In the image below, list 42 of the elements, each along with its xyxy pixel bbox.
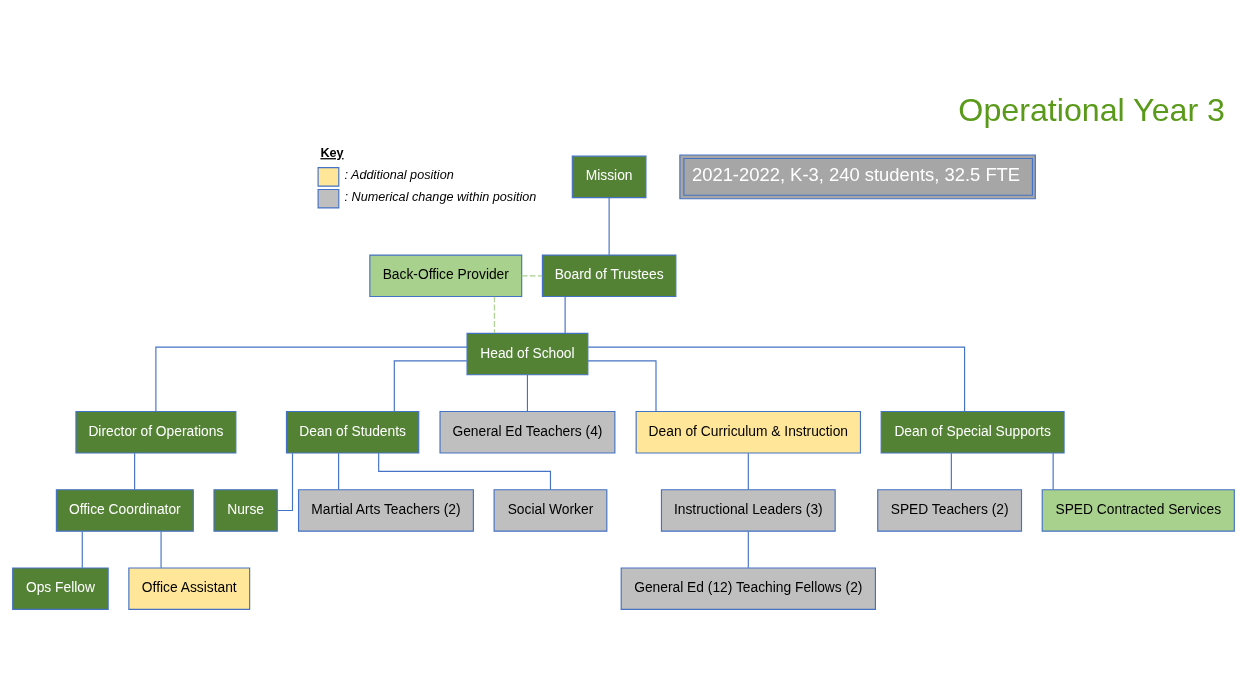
node-box: Board of Trustees	[541, 254, 677, 298]
connector	[526, 374, 529, 412]
connector	[587, 360, 657, 412]
legend-label: : Additional position	[344, 167, 454, 182]
connector	[160, 530, 162, 569]
node-box: Office Coordinator	[55, 489, 194, 532]
legend-label: : Numerical change within position	[344, 189, 537, 204]
connector	[587, 346, 966, 412]
connector	[608, 197, 610, 256]
node-box: Dean of Curriculum & Instruction	[635, 410, 862, 454]
connector	[378, 452, 552, 491]
node-box: SPED Teachers (2)	[877, 489, 1023, 532]
connector	[1052, 452, 1054, 491]
node-box: Social Worker	[493, 489, 608, 532]
diagram-title: Operational Year 3	[958, 91, 1226, 128]
connector	[564, 296, 566, 334]
connector	[155, 346, 468, 412]
node-box: Dean of Students	[285, 410, 420, 454]
node-box: General Ed Teachers (4)	[439, 410, 616, 454]
node-box: Director of Operations	[75, 410, 237, 454]
connector	[81, 530, 83, 569]
node-box: General Ed (12) Teaching Fellows (2)	[620, 567, 876, 610]
connector	[950, 452, 952, 491]
node-box: Martial Arts Teachers (2)	[297, 489, 474, 532]
connector	[393, 360, 468, 412]
connector	[338, 452, 340, 491]
label: Key	[320, 146, 344, 161]
connector	[521, 275, 543, 277]
node-box: Dean of Special Supports	[880, 410, 1065, 454]
node-box: Nurse	[213, 489, 278, 532]
node-box: Ops Fellow	[12, 567, 109, 610]
connector	[747, 530, 749, 569]
node-box: Office Assistant	[128, 567, 251, 610]
node-box: Mission	[571, 155, 647, 199]
node-box: Instructional Leaders (3)	[660, 489, 836, 532]
label: 2021-2022, K-3, 240 students, 32.5 FTE	[691, 164, 1021, 186]
connector	[493, 296, 495, 334]
node-box: Head of School	[466, 332, 589, 376]
node-box: Back-Office Provider	[369, 254, 523, 298]
connector	[747, 452, 749, 491]
node-box: SPED Contracted Services	[1041, 489, 1235, 532]
connector	[134, 452, 136, 491]
